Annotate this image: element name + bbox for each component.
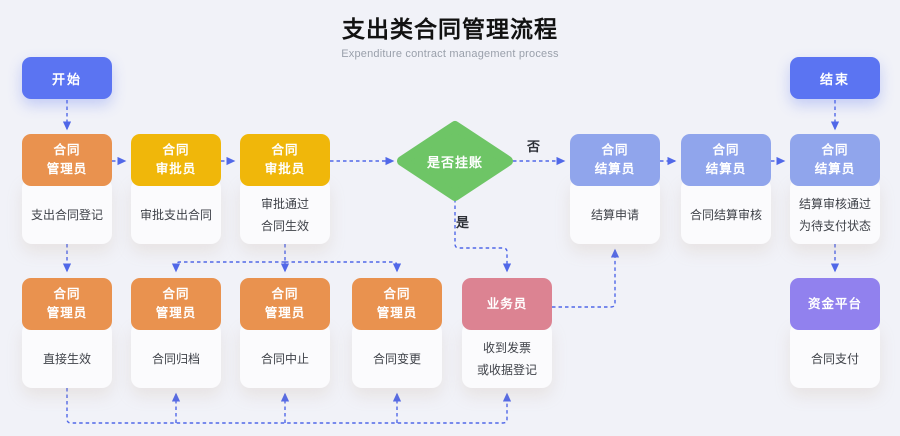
card-role: 合同 结算员 xyxy=(790,134,880,186)
card-settlement-passed: 合同 结算员 结算审核通过 为待支付状态 xyxy=(790,134,880,244)
card-settlement-review: 合同 结算员 合同结算审核 xyxy=(681,134,771,244)
start-node: 开始 xyxy=(22,57,112,99)
card-role: 合同 审批员 xyxy=(240,134,330,186)
card-contract-archive: 合同 管理员 合同归档 xyxy=(131,278,221,388)
decision-label: 是否挂账 xyxy=(426,154,483,170)
card-role: 合同 管理员 xyxy=(352,278,442,330)
connector-clerk-to-settle-apply xyxy=(552,248,620,308)
card-expenditure-register: 合同 管理员 支出合同登记 xyxy=(22,134,112,244)
card-task: 合同中止 xyxy=(240,322,330,388)
card-direct-effect: 合同 管理员 直接生效 xyxy=(22,278,112,388)
card-task: 合同支付 xyxy=(790,322,880,388)
card-role: 合同 结算员 xyxy=(570,134,660,186)
card-fund-platform-payment: 资金平台 合同支付 xyxy=(790,278,880,388)
card-task: 审批支出合同 xyxy=(131,178,221,244)
page-title: 支出类合同管理流程 xyxy=(342,16,558,42)
page-subtitle: Expenditure contract management process xyxy=(341,48,559,60)
card-task: 审批通过 合同生效 xyxy=(240,178,330,244)
card-task: 结算审核通过 为待支付状态 xyxy=(790,178,880,244)
connector-trunk-to-archive xyxy=(171,261,285,273)
card-approved-effective: 合同 审批员 审批通过 合同生效 xyxy=(240,134,330,244)
card-task: 结算申请 xyxy=(570,178,660,244)
connector-bottom-loop-to-clerk xyxy=(66,388,512,424)
card-role: 合同 审批员 xyxy=(131,134,221,186)
card-role: 合同 管理员 xyxy=(22,278,112,330)
card-task: 直接生效 xyxy=(22,322,112,388)
end-node: 结束 xyxy=(790,57,880,99)
branch-label-no: 否 xyxy=(527,139,541,154)
card-role: 合同 管理员 xyxy=(240,278,330,330)
card-task: 支出合同登记 xyxy=(22,178,112,244)
card-role: 合同 结算员 xyxy=(681,134,771,186)
card-contract-change: 合同 管理员 合同变更 xyxy=(352,278,442,388)
connector-decision-yes-to-clerk xyxy=(454,199,512,273)
card-task: 收到发票 或收据登记 xyxy=(462,322,552,388)
branch-label-yes: 是 xyxy=(456,215,470,230)
card-task: 合同结算审核 xyxy=(681,178,771,244)
card-role: 资金平台 xyxy=(790,278,880,330)
card-invoice-register: 业务员 收到发票 或收据登记 xyxy=(462,278,552,388)
title-block: 支出类合同管理流程 Expenditure contract managemen… xyxy=(0,10,900,60)
card-role: 业务员 xyxy=(462,278,552,330)
connector-trunk-to-change xyxy=(285,261,402,273)
card-role: 合同 管理员 xyxy=(22,134,112,186)
card-contract-suspend: 合同 管理员 合同中止 xyxy=(240,278,330,388)
card-task: 合同归档 xyxy=(131,322,221,388)
card-role: 合同 管理员 xyxy=(131,278,221,330)
card-approve-contract: 合同 审批员 审批支出合同 xyxy=(131,134,221,244)
card-task: 合同变更 xyxy=(352,322,442,388)
decision-diamond xyxy=(397,121,513,201)
card-settlement-apply: 合同 结算员 结算申请 xyxy=(570,134,660,244)
